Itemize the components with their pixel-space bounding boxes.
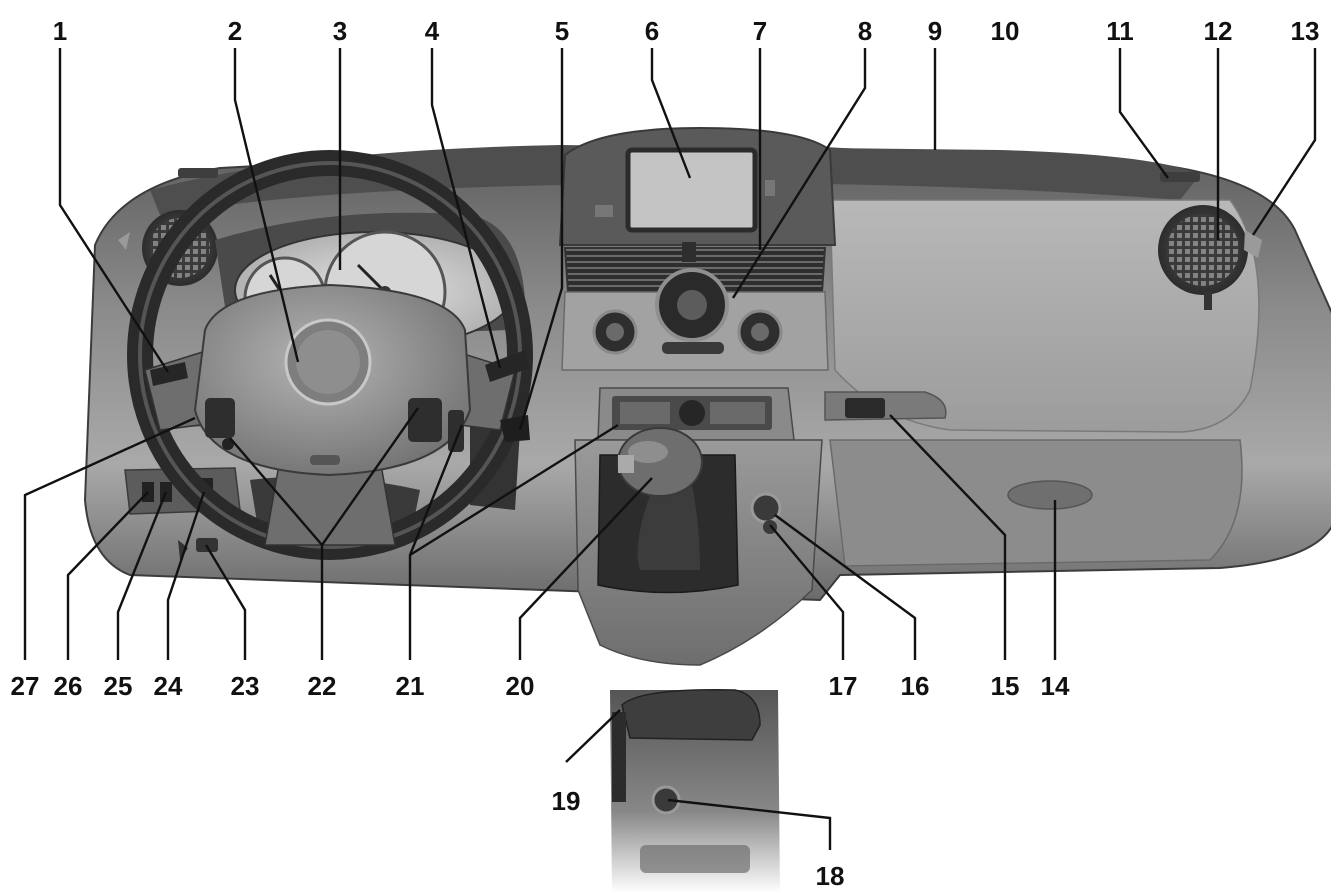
callout-10: 10 — [991, 16, 1020, 46]
glovebox-handle — [1007, 480, 1093, 510]
callout-24: 24 — [154, 671, 183, 701]
leader-line-19 — [565, 709, 621, 763]
leader-line-20 — [518, 477, 653, 660]
callout-4: 4 — [425, 16, 440, 46]
callout-22: 22 — [308, 671, 337, 701]
lower-inset-console — [610, 689, 780, 893]
leader-line-11 — [1118, 48, 1169, 179]
leader-line-25 — [116, 491, 168, 660]
navigation-display — [625, 147, 758, 233]
callout-2: 2 — [228, 16, 242, 46]
cruise-control-buttons — [205, 398, 235, 438]
leader-line-5 — [518, 48, 564, 431]
callout-25: 25 — [104, 671, 133, 701]
leader-line-22b — [321, 407, 419, 546]
passenger-airbag-switch — [845, 398, 885, 418]
leader-line-13 — [1251, 48, 1317, 236]
leader-lines — [23, 48, 1317, 850]
leader-line-1 — [58, 48, 170, 373]
lighting-stalk — [150, 362, 188, 386]
accessory-socket — [750, 492, 782, 524]
callout-labels: 1 2 3 4 5 6 7 8 9 10 11 12 13 14 15 16 1… — [11, 16, 1320, 891]
callout-7: 7 — [753, 16, 767, 46]
leader-line-24 — [166, 491, 206, 660]
callout-8: 8 — [858, 16, 872, 46]
callout-15: 15 — [991, 671, 1020, 701]
callout-14: 14 — [1041, 671, 1070, 701]
callout-11: 11 — [1106, 16, 1134, 46]
callout-12: 12 — [1204, 16, 1233, 46]
callout-16: 16 — [901, 671, 930, 701]
callout-17: 17 — [829, 671, 858, 701]
leader-line-21b — [409, 423, 619, 557]
leader-line-8 — [731, 48, 867, 299]
wiper-stalk — [485, 350, 530, 382]
leader-line-4 — [430, 48, 502, 369]
callout-26: 26 — [54, 671, 83, 701]
dashboard-illustration — [83, 126, 1331, 666]
leader-line-26 — [66, 491, 149, 660]
callout-27: 27 — [11, 671, 40, 701]
callout-23: 23 — [231, 671, 260, 701]
callout-13: 13 — [1291, 16, 1320, 46]
callout-3: 3 — [333, 16, 347, 46]
callout-18: 18 — [816, 861, 845, 891]
leader-line-16 — [774, 514, 917, 660]
handbrake-lever — [612, 712, 626, 802]
callout-21: 21 — [396, 671, 425, 701]
callout-20: 20 — [506, 671, 535, 701]
callout-1: 1 — [53, 16, 67, 46]
callout-5: 5 — [555, 16, 569, 46]
callout-6: 6 — [645, 16, 659, 46]
callout-19: 19 — [552, 786, 581, 816]
leader-line-18 — [667, 798, 832, 850]
audio-control-buttons — [408, 398, 442, 442]
passenger-switch-recess — [824, 391, 947, 421]
leader-line-27 — [23, 416, 196, 660]
leader-line-17 — [769, 524, 845, 660]
leader-line-23 — [204, 544, 247, 660]
leader-line-6 — [650, 48, 692, 179]
console-socket-18 — [651, 785, 681, 815]
leader-line-15 — [889, 414, 1007, 660]
callout-9: 9 — [928, 16, 942, 46]
leader-line-2 — [233, 48, 300, 363]
inset-console-body — [610, 690, 780, 893]
